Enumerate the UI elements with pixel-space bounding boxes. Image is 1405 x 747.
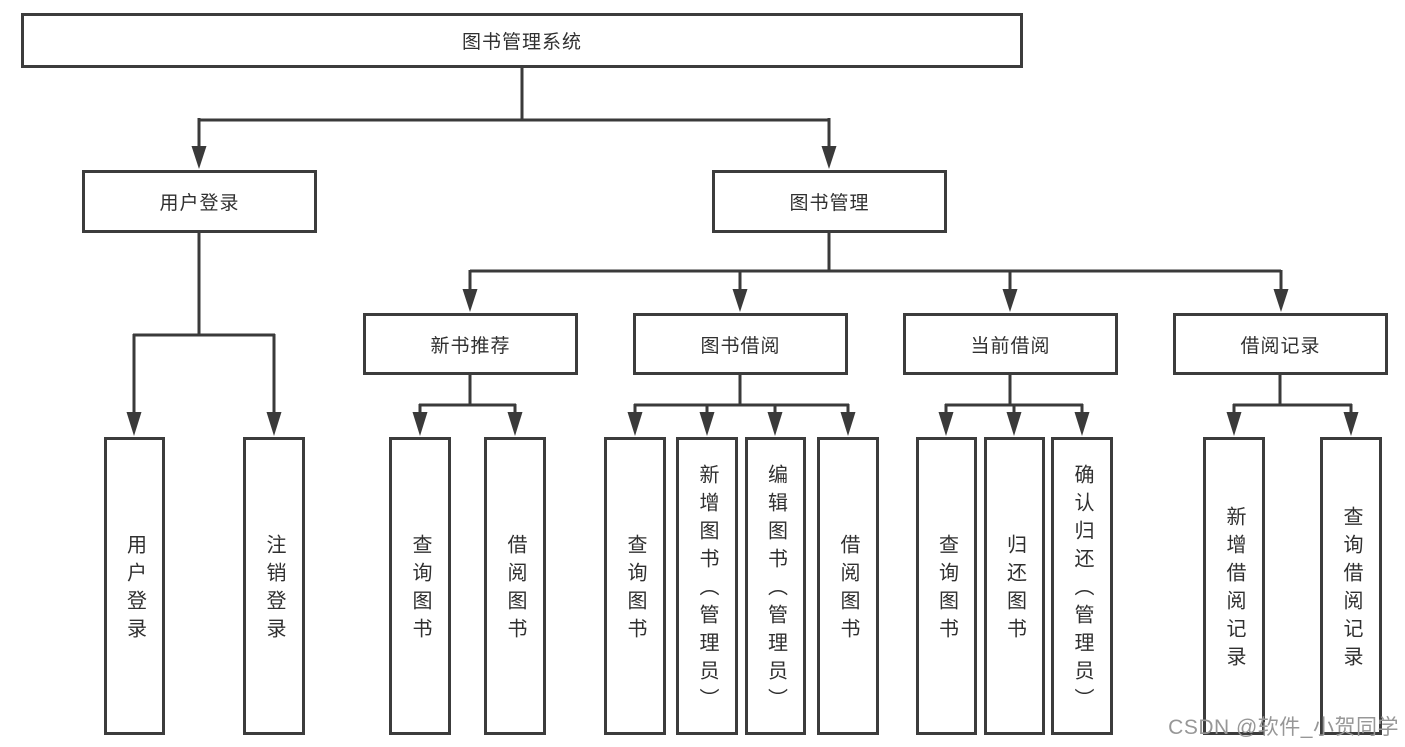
node-borrow-records: 借阅记录 — [1173, 313, 1388, 375]
node-user-login: 用户登录 — [82, 170, 317, 233]
leaf-borrow-books-recommend: 借阅图书 — [484, 437, 546, 735]
node-new-book-recommend: 新书推荐 — [363, 313, 578, 375]
leaf-add-borrow-record: 新增借阅记录 — [1203, 437, 1265, 735]
node-book-borrow: 图书借阅 — [633, 313, 848, 375]
leaf-edit-book-admin: 编辑图书（管理员） — [745, 437, 806, 735]
leaf-query-books-current: 查询图书 — [916, 437, 977, 735]
node-root: 图书管理系统 — [21, 13, 1023, 68]
node-current-borrow: 当前借阅 — [903, 313, 1118, 375]
node-book-management: 图书管理 — [712, 170, 947, 233]
leaf-query-books-recommend: 查询图书 — [389, 437, 451, 735]
leaf-query-books-borrow: 查询图书 — [604, 437, 666, 735]
leaf-user-login: 用户登录 — [104, 437, 165, 735]
leaf-confirm-return-admin: 确认归还（管理员） — [1051, 437, 1113, 735]
csdn-watermark: CSDN @软件_小贺同学 — [1168, 716, 1399, 739]
leaf-borrow-books-borrow: 借阅图书 — [817, 437, 879, 735]
leaf-add-book-admin: 新增图书（管理员） — [676, 437, 738, 735]
leaf-return-book: 归还图书 — [984, 437, 1045, 735]
arrowheads — [126, 146, 1359, 436]
leaf-logout-login: 注销登录 — [243, 437, 305, 735]
leaf-query-borrow-record: 查询借阅记录 — [1320, 437, 1382, 735]
